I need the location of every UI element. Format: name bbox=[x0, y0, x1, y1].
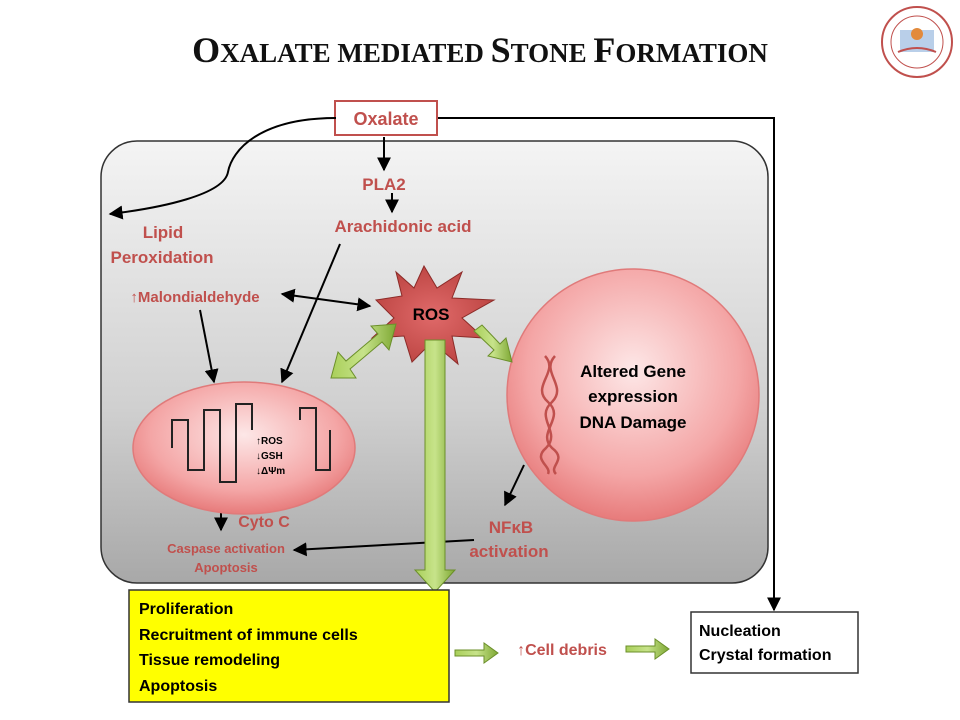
green-arrow-to-nucleation bbox=[625, 638, 670, 660]
oxalate-box bbox=[334, 100, 438, 136]
arrow-malon-ros bbox=[280, 288, 372, 312]
cyto-c-label: Cyto C bbox=[238, 514, 290, 531]
arrow-oxalate-to-nucleation bbox=[438, 117, 781, 612]
outcome-item: Tissue remodeling bbox=[139, 652, 280, 669]
arrow-oxalate-to-lipid bbox=[108, 117, 337, 220]
lipid-label-line2: Peroxidation bbox=[111, 248, 214, 267]
green-arrows bbox=[330, 323, 670, 664]
dna-helix-icon bbox=[539, 355, 560, 475]
malondialdehyde-label: ↑Malondialdehyde bbox=[130, 289, 259, 306]
pla2-label: PLA2 bbox=[362, 175, 405, 194]
gene-label-line3: DNA Damage bbox=[579, 413, 686, 432]
page-title: OXALATE MEDIATED STONE FORMATION bbox=[192, 30, 768, 70]
gene-expression-circle: Altered Gene expression DNA Damage bbox=[506, 268, 760, 522]
nfkb-label-line2: activation bbox=[469, 542, 548, 561]
mitochondrion-icon: ↑ROS ↓GSH ↓ΔΨm bbox=[132, 381, 356, 515]
outcome-item: Recruitment of immune cells bbox=[139, 627, 358, 644]
lipid-label-line1: Lipid bbox=[143, 223, 184, 242]
ros-label: ROS bbox=[413, 305, 450, 324]
green-arrow-ros-mito bbox=[330, 323, 397, 379]
gene-label-line2: expression bbox=[588, 387, 678, 406]
green-arrow-to-debris bbox=[454, 642, 499, 664]
green-arrow-ros-gene bbox=[473, 324, 513, 363]
mito-gsh-label: ↓GSH bbox=[256, 451, 283, 462]
arrow-malon-to-mito bbox=[199, 309, 219, 384]
outcome-box bbox=[128, 589, 450, 703]
arachidonic-acid-label: Arachidonic acid bbox=[335, 217, 472, 236]
arrow-gene-to-nfkb bbox=[504, 464, 525, 507]
outcome-item: Proliferation bbox=[139, 601, 233, 618]
nucleation-box bbox=[690, 611, 859, 674]
apoptosis-label: Apoptosis bbox=[194, 560, 258, 575]
green-arrow-ros-down bbox=[413, 339, 457, 593]
nucleation-item: Crystal formation bbox=[699, 647, 831, 664]
nucleation-item: Nucleation bbox=[699, 623, 781, 640]
mito-membrane-potential-label: ↓ΔΨm bbox=[256, 466, 285, 477]
caspase-label: Caspase activation bbox=[167, 541, 285, 556]
mito-ros-label: ↑ROS bbox=[256, 436, 283, 447]
cell-debris-label: ↑Cell debris bbox=[517, 642, 607, 659]
arrow-arachidonic-to-mito bbox=[280, 243, 341, 384]
nfkb-label-line1: NFκB bbox=[489, 518, 533, 537]
oxalate-label: Oxalate bbox=[353, 109, 418, 129]
outcome-item: Apoptosis bbox=[139, 678, 217, 695]
university-seal-logo bbox=[881, 6, 953, 78]
gene-label-line1: Altered Gene bbox=[580, 362, 686, 381]
